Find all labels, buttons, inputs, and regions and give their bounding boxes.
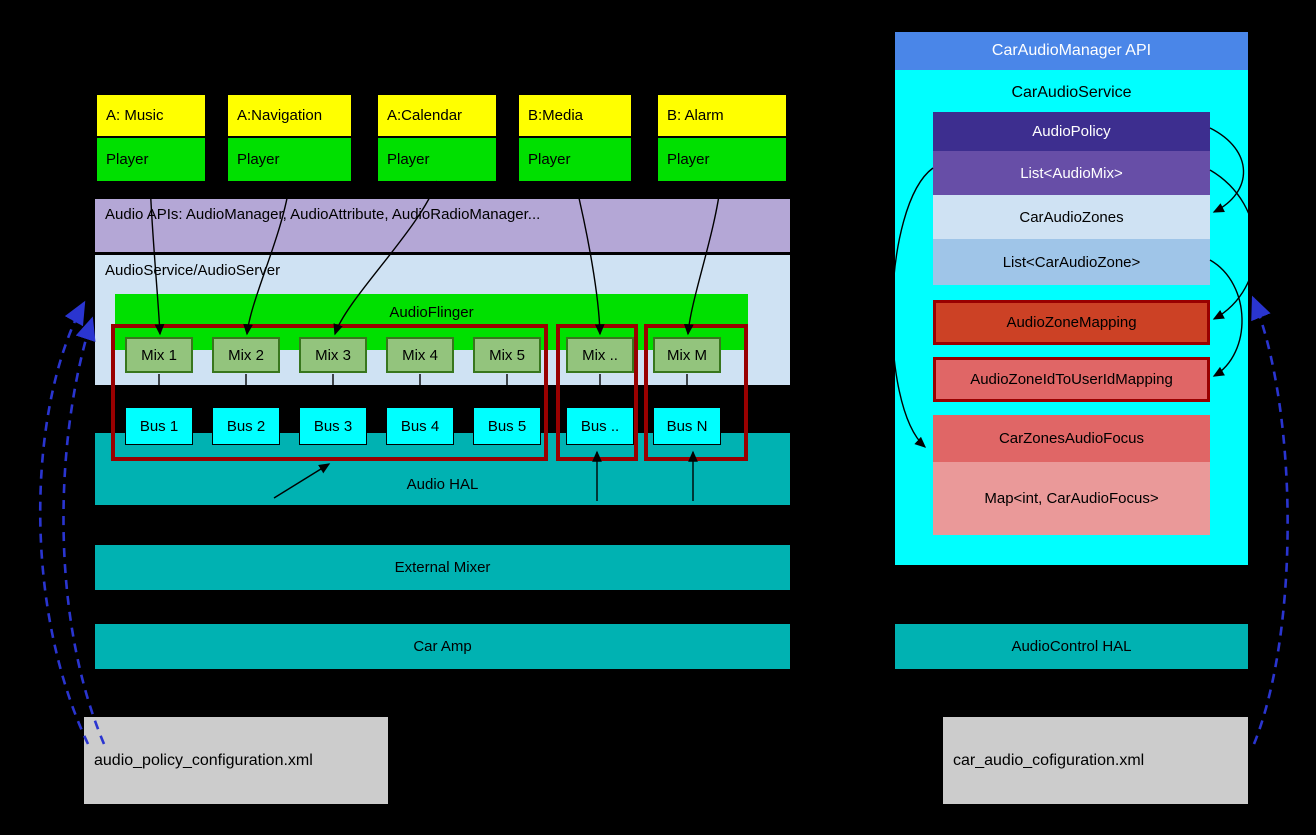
mix-box-1: Mix 1 [125,337,193,373]
car-zones-audio-focus-box: CarZonesAudioFocus [933,415,1210,462]
audio-policy-config-box: audio_policy_configuration.xml [84,717,388,804]
audiocontrol-hal-label: AudioControl HAL [1011,638,1132,655]
app-box-calendar: A:Calendar Player [378,95,496,181]
bus-box-4: Bus 4 [386,407,454,445]
zone-group-1 [111,324,548,461]
external-mixer-bar: External Mixer [95,545,790,590]
list-caraudiozone-box: List<CarAudioZone> [933,239,1210,285]
mix-box-2: Mix 2 [212,337,280,373]
audio-apis-bar: Audio APIs: AudioManager, AudioAttribute… [95,199,790,252]
bus-box-1: Bus 1 [125,407,193,445]
dashed-arrow-policy-config-1 [38,300,90,745]
audioflinger-label: AudioFlinger [389,304,474,321]
mix-box-4: Mix 4 [386,337,454,373]
audio-hal-label: Audio HAL [406,476,479,493]
car-amp-bar: Car Amp [95,624,790,669]
list-audiomix-box: List<AudioMix> [933,151,1210,195]
zone-group-n [644,324,748,461]
audiocontrol-hal-bar: AudioControl HAL [895,624,1248,669]
audio-apis-label: Audio APIs: AudioManager, AudioAttribute… [105,206,541,223]
app-name-label: A: Music [97,95,205,138]
car-audio-zones-box: CarAudioZones [933,195,1210,239]
bus-box-n: Bus N [653,407,721,445]
app-player-label: Player [97,138,205,181]
app-box-alarm: B: Alarm Player [658,95,786,181]
bus-box-5: Bus 5 [473,407,541,445]
car-amp-label: Car Amp [413,638,472,655]
zone-group-dots [556,324,638,461]
mix-box-m: Mix M [653,337,721,373]
app-box-music: A: Music Player [97,95,205,181]
bus-box-dots: Bus .. [566,407,634,445]
audio-hal-bar: Audio HAL [95,433,790,505]
car-audio-service-label: CarAudioService [1011,84,1132,101]
dashed-arrow-car-audio-config [1251,295,1289,745]
app-name-label: A:Navigation [228,95,351,138]
app-player-label: Player [658,138,786,181]
external-mixer-label: External Mixer [394,559,491,576]
app-box-navigation: A:Navigation Player [228,95,351,181]
audio-service-label: AudioService/AudioServer [105,262,281,279]
audio-zone-mapping-box: AudioZoneMapping [933,300,1210,345]
audio-zone-id-to-user-id-mapping-box: AudioZoneIdToUserIdMapping [933,357,1210,402]
car-audio-config-label: car_audio_cofiguration.xml [953,751,1145,769]
car-audio-config-box: car_audio_cofiguration.xml [943,717,1248,804]
app-name-label: A:Calendar [378,95,496,138]
app-name-label: B: Alarm [658,95,786,138]
app-player-label: Player [228,138,351,181]
car-audio-manager-api-header: CarAudioManager API [895,32,1248,70]
mix-box-5: Mix 5 [473,337,541,373]
app-name-label: B:Media [519,95,631,138]
mix-box-dots: Mix .. [566,337,634,373]
car-audio-manager-api-label: CarAudioManager API [991,42,1152,59]
app-player-label: Player [378,138,496,181]
audio-policy-config-label: audio_policy_configuration.xml [94,751,313,769]
audio-policy-box: AudioPolicy [933,112,1210,151]
bus-box-2: Bus 2 [212,407,280,445]
app-player-label: Player [519,138,631,181]
mix-box-3: Mix 3 [299,337,367,373]
app-box-media: B:Media Player [519,95,631,181]
map-car-audio-focus-box: Map<int, CarAudioFocus> [933,462,1210,535]
bus-box-3: Bus 3 [299,407,367,445]
